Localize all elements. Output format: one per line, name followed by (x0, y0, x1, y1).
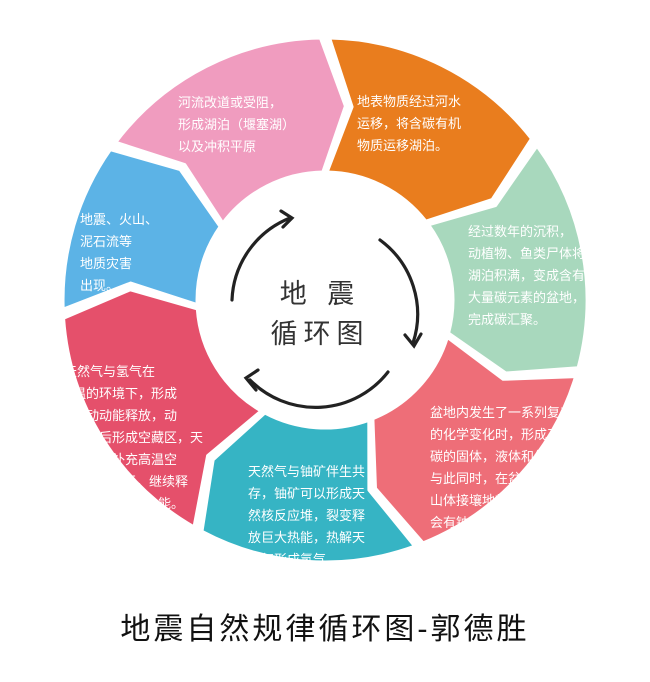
center-title-line1: 地 震 (279, 279, 361, 310)
segment-2-line: 的化学变化时，形成了含 (430, 428, 574, 443)
segment-5-text: 地震、火山、 泥石流等 地质灾害 出现。 (80, 210, 158, 298)
segment-4-line: 然气继续补充高温空 (60, 453, 178, 468)
arrow-arc-right-icon (378, 238, 420, 345)
segment-1-line: 湖泊积满，变成含有 (468, 269, 586, 284)
diagram-caption: 地震自然规律循环图-郭德胜 (120, 612, 530, 647)
segment-5-line: 地质灾害 (80, 257, 133, 272)
ring-segment-4 (62, 288, 263, 529)
segment-6-line: 形成湖泊（堰塞湖） (178, 118, 296, 133)
arrow-arc-bottom-icon (248, 370, 390, 409)
segment-4-line: 巨大动动能释放，动 (60, 409, 178, 424)
center-title-line2: 循环图 (270, 319, 370, 350)
segment-5-line: 地震、火山、 (80, 213, 159, 228)
segment-6-text: 河流改道或受阻， 形成湖泊（堰塞湖） 以及冲积平原 (178, 93, 295, 159)
ring-segment-6 (114, 36, 347, 225)
segment-1-line: 完成碳汇聚。 (468, 313, 547, 328)
cycle-diagram (61, 36, 589, 564)
segment-0-line: 运移，将含碳有机 (357, 117, 462, 132)
arrow-head-right-icon (403, 332, 423, 349)
ring-segment-0 (325, 36, 533, 223)
segment-4-line: 天然气与氢气在 (64, 365, 156, 380)
segment-6-line: 河流改道或受阻， (178, 96, 283, 111)
segment-4-line: 放动能。 (132, 497, 185, 512)
segment-2-line: 会有铀矿出现。 (430, 516, 522, 531)
segment-4-line: 藏区，继续释 (110, 475, 189, 490)
ring-segment-1 (427, 144, 589, 375)
ring-segment-2 (371, 335, 578, 545)
segment-4-line: 高温的环境下，形成 (60, 387, 178, 402)
segment-2-line: 与此同时，在盆地与 (430, 472, 548, 487)
arrow-head-top-icon (279, 209, 295, 229)
segment-3-line: 天然气与铀矿伴生共 (248, 465, 366, 480)
segment-0-line: 物质运移湖泊。 (357, 139, 449, 154)
segment-0-text: 地表物质经过河水 运移，将含碳有机 物质运移湖泊。 (357, 92, 461, 158)
ring-segment-3 (200, 411, 417, 564)
segment-1-line: 动植物、鱼类尸体将 (468, 247, 586, 262)
segment-4-line: 能释放后形成空藏区，天 (60, 431, 204, 446)
arrow-arc-top-icon (230, 216, 292, 302)
center-title: 地 震 循环图 (255, 275, 385, 355)
segment-5-line: 出现。 (80, 279, 120, 294)
ring-segment-5 (61, 148, 222, 311)
segment-4-text: 天然气与氢气在 高温的环境下，形成 巨大动动能释放，动 能释放后形成空藏区，天 … (60, 362, 203, 516)
segment-2-text: 盆地内发生了一系列复杂 的化学变化时，形成了含 碳的固体，液体和气体， 与此同时… (430, 403, 573, 535)
segment-2-line: 盆地内发生了一系列复杂 (430, 406, 574, 421)
segment-1-line: 经过数年的沉积， (468, 225, 573, 240)
cycle-arrows (230, 209, 423, 409)
segment-6-line: 以及冲积平原 (178, 140, 257, 155)
segment-2-line: 山体接壤地带， (430, 494, 522, 509)
segment-3-line: 放巨大热能，热解天 (248, 531, 366, 546)
segment-1-line: 大量碳元素的盆地， (468, 291, 586, 306)
segment-3-line: 然核反应堆，裂变释 (248, 509, 366, 524)
segment-5-line: 泥石流等 (80, 235, 133, 250)
segment-1-text: 经过数年的沉积， 动植物、鱼类尸体将 湖泊积满，变成含有 大量碳元素的盆地， 完… (468, 222, 585, 332)
segment-0-line: 地表物质经过河水 (357, 95, 462, 110)
segment-2-line: 碳的固体，液体和气体， (430, 450, 574, 465)
arrow-head-bottom-icon (243, 368, 260, 392)
segment-3-text: 天然气与铀矿伴生共 存，铀矿可以形成天 然核反应堆，裂变释 放巨大热能，热解天 … (248, 462, 365, 572)
segment-3-line: 存，铀矿可以形成天 (248, 487, 366, 502)
segment-3-line: 然气形成氢气。 (248, 553, 340, 568)
